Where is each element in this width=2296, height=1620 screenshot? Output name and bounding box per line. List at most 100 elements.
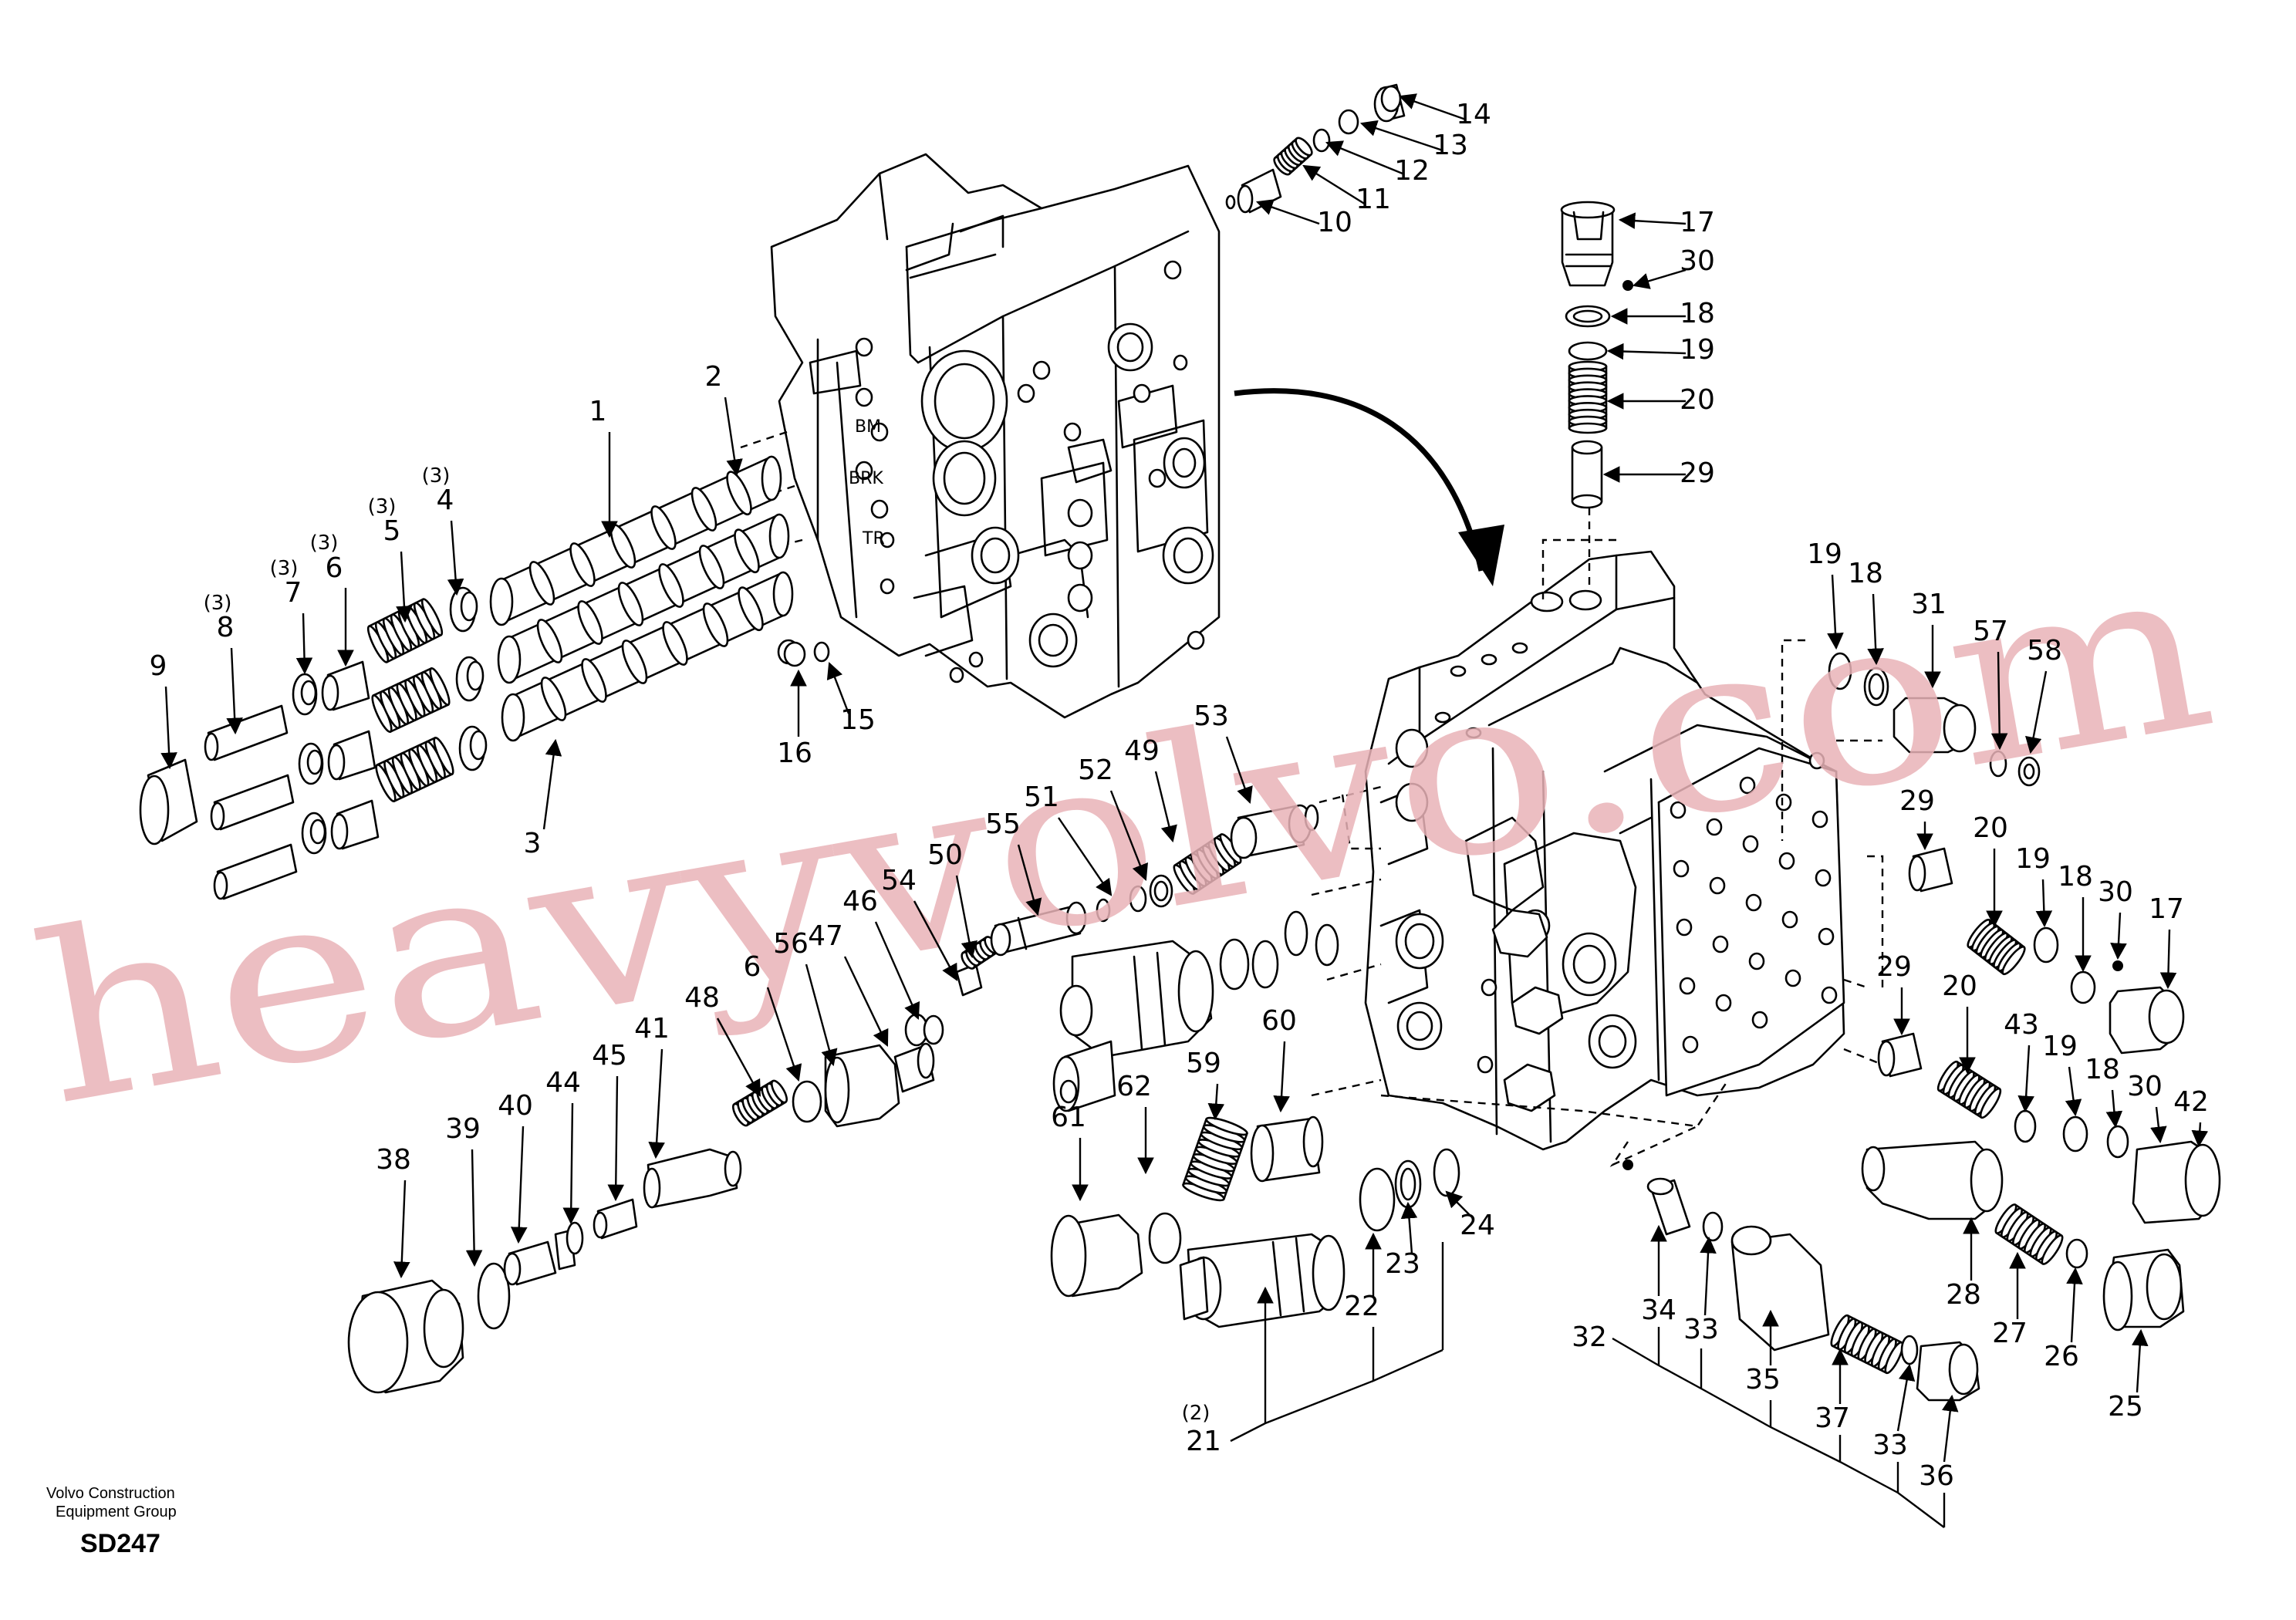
spool-land — [658, 563, 684, 608]
part-number-10: 10 — [1317, 207, 1352, 238]
plate-hole — [1712, 935, 1729, 953]
leader-line — [160, 686, 177, 770]
part-number-12: 12 — [1394, 155, 1430, 187]
spring-edge — [372, 667, 433, 697]
part-number-5: 5 — [383, 515, 401, 547]
leader-line — [1207, 1083, 1225, 1121]
part-number-30: 30 — [1680, 245, 1715, 277]
part-number-37: 37 — [1815, 1402, 1850, 1434]
spool-land — [569, 542, 596, 587]
part-number-24: 24 — [1460, 1210, 1495, 1241]
part-number-35: 35 — [1745, 1364, 1781, 1396]
leader-line — [1255, 199, 1320, 225]
leader-line — [226, 647, 243, 735]
port-label-brk: BRK — [849, 469, 883, 488]
part-number-34: 34 — [1641, 1294, 1676, 1326]
leader-line — [447, 520, 464, 596]
spring-edge — [393, 773, 454, 802]
part-number-20: 20 — [1942, 970, 1977, 1002]
part-number-43: 43 — [2004, 1009, 2039, 1041]
part-number-52: 52 — [1078, 754, 1113, 786]
company-line-2: Equipment Group — [56, 1504, 177, 1520]
part-number-15: 15 — [840, 704, 876, 736]
part-number-54: 54 — [881, 865, 917, 896]
plate-hole — [1670, 801, 1687, 819]
leader-line — [542, 738, 562, 830]
plate-hole — [1775, 793, 1792, 812]
part-number-18: 18 — [2058, 861, 2093, 893]
part-number-9: 9 — [150, 650, 167, 682]
leader-line — [465, 1149, 483, 1267]
spool-land — [581, 658, 607, 703]
part-quantity: (3) — [310, 532, 339, 555]
part-number-33: 33 — [1683, 1314, 1719, 1345]
leader-line — [1445, 1190, 1470, 1216]
part-number-57: 57 — [1973, 616, 2008, 647]
spring-edge — [745, 1101, 787, 1127]
leader-line — [2025, 670, 2048, 754]
washer-inner — [309, 818, 326, 845]
leader-line — [1154, 771, 1177, 843]
leader-line — [1225, 736, 1253, 805]
part-number-3: 3 — [524, 828, 542, 859]
plate-hole — [1706, 818, 1723, 836]
leader-line — [2065, 1066, 2082, 1117]
spring-edge — [1173, 833, 1223, 866]
part-number-31: 31 — [1911, 589, 1947, 620]
part-number-51: 51 — [1024, 781, 1059, 813]
leader-line — [1606, 343, 1687, 360]
bottom-right-parts — [1622, 1159, 1980, 1402]
spool-land — [536, 619, 563, 663]
part-number-19: 19 — [2042, 1031, 2078, 1062]
assembly-direction-arrowhead — [1458, 525, 1504, 586]
spool-land — [738, 586, 764, 632]
part-number-45: 45 — [592, 1040, 627, 1072]
leader-line — [1942, 1394, 1959, 1463]
part-number-20: 20 — [1680, 384, 1715, 416]
leader-line — [805, 964, 838, 1067]
spool — [501, 571, 794, 742]
part-number-46: 46 — [842, 886, 878, 917]
leader-line — [1400, 1201, 1418, 1254]
plate-hole — [1682, 1035, 1699, 1054]
spool-end — [497, 635, 522, 684]
plate-hole — [1751, 1011, 1768, 1029]
part-number-49: 49 — [1124, 735, 1160, 767]
leader-line — [1700, 1236, 1717, 1316]
spool-land — [650, 505, 677, 550]
leader-line — [295, 613, 313, 675]
part-number-4: 4 — [437, 484, 454, 516]
part-callouts: 1234(3)5(3)6(3)7(3)8(3)91011121314151617… — [150, 93, 2209, 1528]
part-number-53: 53 — [1194, 700, 1229, 732]
plate-hole — [1778, 852, 1795, 870]
part-number-2: 2 — [705, 361, 723, 393]
spring-edge — [1288, 154, 1312, 175]
seal-plate-inner — [466, 660, 485, 691]
spool-end — [772, 571, 794, 617]
part-number-6: 6 — [326, 552, 343, 584]
part-number-14: 14 — [1456, 99, 1491, 130]
seal-plate-inner — [469, 730, 488, 761]
spring-edge — [1967, 946, 2004, 975]
spool — [497, 513, 790, 684]
side-plate — [1657, 747, 1845, 1097]
part-number-41: 41 — [634, 1013, 670, 1045]
leader-line — [766, 987, 802, 1082]
part-number-30: 30 — [2098, 876, 2133, 908]
spring-edge — [1274, 137, 1298, 159]
spool-land — [540, 677, 567, 721]
spool-land — [528, 561, 555, 606]
leader-line — [1990, 651, 2008, 751]
part-number-19: 19 — [1807, 538, 1842, 570]
part-number-19: 19 — [2015, 843, 2051, 875]
spring-edge — [1846, 1315, 1903, 1344]
lower-left-parts — [347, 804, 1319, 1394]
spring-edge — [389, 704, 450, 733]
part-number-30: 30 — [2127, 1071, 2163, 1102]
leader-line — [1867, 593, 1884, 666]
spring-edge — [1937, 1089, 1983, 1119]
leader-line — [1398, 93, 1467, 121]
right-side-relief-parts — [1828, 652, 2221, 1331]
part-number-62: 62 — [1116, 1071, 1152, 1102]
